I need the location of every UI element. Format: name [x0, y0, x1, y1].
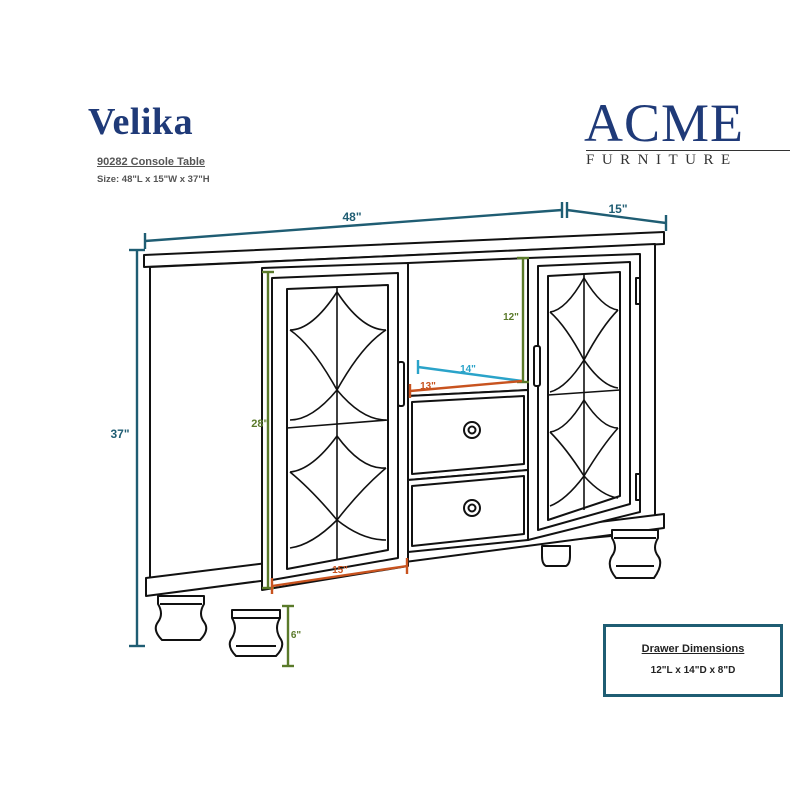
leg-height-dimension	[282, 604, 294, 668]
brand-logo: ACME	[584, 93, 745, 153]
depth-label: 15"	[608, 202, 627, 216]
right-door-lattice	[547, 274, 621, 510]
left-door-lattice	[286, 287, 389, 560]
leg-height-label: 6"	[291, 630, 302, 641]
height-label: 37"	[110, 427, 129, 441]
shelf-depth-label: 14"	[460, 364, 476, 375]
console-table-drawing	[143, 231, 665, 657]
door-width-dimension	[270, 558, 409, 594]
drawer-dimensions-box: Drawer Dimensions 12"L x 14"D x 8"D	[603, 624, 783, 697]
shelf-depth-dimension	[416, 360, 523, 383]
feet	[154, 529, 662, 657]
height-dimension	[129, 248, 145, 648]
product-title: Velika	[88, 101, 194, 143]
shelf-width-dimension	[408, 379, 523, 398]
width-label: 48"	[342, 210, 361, 224]
depth-dimension	[565, 202, 668, 231]
drawer-dimensions-value: 12"L x 14"D x 8"D	[650, 665, 736, 676]
product-size: Size: 48"L x 15"W x 37"H	[97, 174, 210, 185]
brand-logo-sub: FURNITURE	[586, 150, 790, 169]
drawer-dimensions-title: Drawer Dimensions	[641, 643, 745, 655]
door-width-label: 15"	[332, 565, 348, 576]
dimension-lines	[129, 202, 668, 668]
shelf-height-label: 12"	[503, 312, 519, 323]
product-subtitle: 90282 Console Table	[97, 156, 206, 168]
door-height-label: 28"	[251, 418, 268, 430]
width-dimension	[143, 202, 564, 249]
shelf-width-label: 13"	[420, 381, 436, 392]
